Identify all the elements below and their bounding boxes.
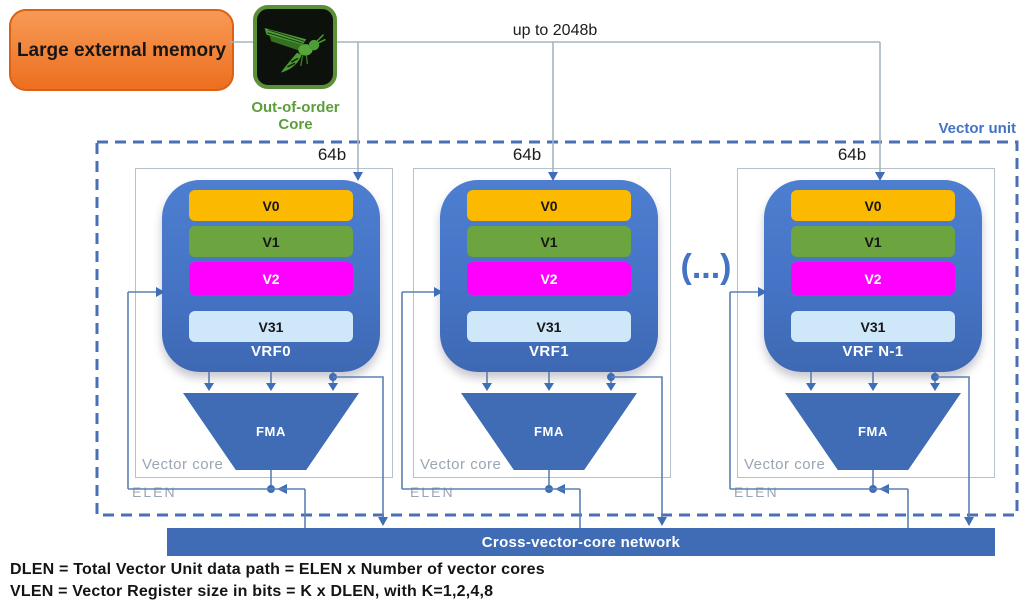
- register-v2: V2: [791, 262, 955, 295]
- bus-width-label: up to 2048b: [512, 22, 598, 39]
- register-v2-label: V2: [540, 270, 558, 287]
- register-v1: V1: [189, 226, 353, 257]
- fma-1-label: FMA: [534, 424, 564, 439]
- vector-core-n1-label: Vector core: [744, 456, 826, 473]
- fma-n1-label: FMA: [858, 424, 888, 439]
- wasp-abdomen: [280, 52, 302, 73]
- register-v1: V1: [467, 226, 631, 257]
- register-v1-label: V1: [262, 233, 280, 250]
- vector-unit-label: Vector unit: [938, 120, 1016, 137]
- register-v2: V2: [189, 262, 353, 295]
- vector-core-1: V0 V1 V2 V31 VRF1 FMA Vector core ELEN: [410, 168, 671, 500]
- network-label: Cross-vector-core network: [481, 533, 681, 551]
- register-v31: V31: [467, 311, 631, 342]
- cross-vector-core-network-bar: Cross-vector-core network: [167, 528, 995, 556]
- dlen-note: DLEN = Total Vector Unit data path = ELE…: [10, 561, 545, 578]
- wasp-wing-veins: [267, 29, 305, 44]
- core-1-bus-label: 64b: [512, 145, 542, 164]
- large-external-memory-box: Large external memory: [9, 9, 234, 91]
- register-v31-label: V31: [536, 318, 562, 335]
- vrf-n1-label: VRF N-1: [842, 343, 904, 360]
- out-of-order-core-label: Out-of-order Core: [238, 99, 353, 133]
- out-of-order-core-logo: [253, 5, 337, 89]
- elen-0-label: ELEN: [132, 484, 177, 500]
- register-v2-label: V2: [864, 270, 882, 287]
- wasp-wing-lower: [269, 35, 305, 51]
- register-v0-label: V0: [262, 197, 280, 214]
- vector-core-1-label: Vector core: [420, 456, 502, 473]
- vrf-n1-box: V0 V1 V2 V31 VRF N-1: [764, 180, 982, 372]
- elen-n1-label: ELEN: [734, 484, 779, 500]
- wasp-head: [308, 39, 320, 51]
- fma-0-label: FMA: [256, 424, 286, 439]
- elen-1-label: ELEN: [410, 484, 455, 500]
- ooo-label-line2: Core: [278, 116, 313, 133]
- core-0-bus-label: 64b: [317, 145, 347, 164]
- vector-core-0: V0 V1 V2 V31 VRF0 FMA Vector core ELEN: [132, 168, 393, 500]
- wasp-thorax: [298, 44, 313, 56]
- register-v31-label: V31: [860, 318, 886, 335]
- register-v1: V1: [791, 226, 955, 257]
- core-2-bus-label: 64b: [837, 145, 867, 164]
- vector-core-n1: V0 V1 V2 V31 VRF N-1 FMA Vector core ELE…: [734, 168, 995, 500]
- wasp-logo-icon: [264, 28, 326, 73]
- vrf1-box: V0 V1 V2 V31 VRF1: [440, 180, 658, 372]
- wasp-stripes: [287, 57, 299, 68]
- vector-core-0-label: Vector core: [142, 456, 224, 473]
- vlen-note: VLEN = Vector Register size in bits = K …: [10, 583, 494, 600]
- register-v1-label: V1: [540, 233, 558, 250]
- register-v31-label: V31: [258, 318, 284, 335]
- vrf0-label: VRF0: [251, 343, 291, 360]
- register-v31: V31: [791, 311, 955, 342]
- register-v0: V0: [467, 190, 631, 221]
- register-v31: V31: [189, 311, 353, 342]
- register-v0-label: V0: [540, 197, 558, 214]
- wasp-legs: [300, 55, 309, 67]
- vrf0-box: V0 V1 V2 V31 VRF0: [162, 180, 380, 372]
- register-v2: V2: [467, 262, 631, 295]
- vrf1-label: VRF1: [529, 343, 569, 360]
- definitions-notes: DLEN = Total Vector Unit data path = ELE…: [10, 559, 545, 603]
- register-v0: V0: [791, 190, 955, 221]
- ooo-label-line1: Out-of-order: [251, 99, 340, 116]
- memory-label: Large external memory: [16, 39, 227, 61]
- register-v1-label: V1: [864, 233, 882, 250]
- more-cores-ellipsis: (...): [680, 248, 732, 286]
- wasp-antennae: [316, 34, 326, 44]
- register-v0-label: V0: [864, 197, 882, 214]
- register-v0: V0: [189, 190, 353, 221]
- register-v2-label: V2: [262, 270, 280, 287]
